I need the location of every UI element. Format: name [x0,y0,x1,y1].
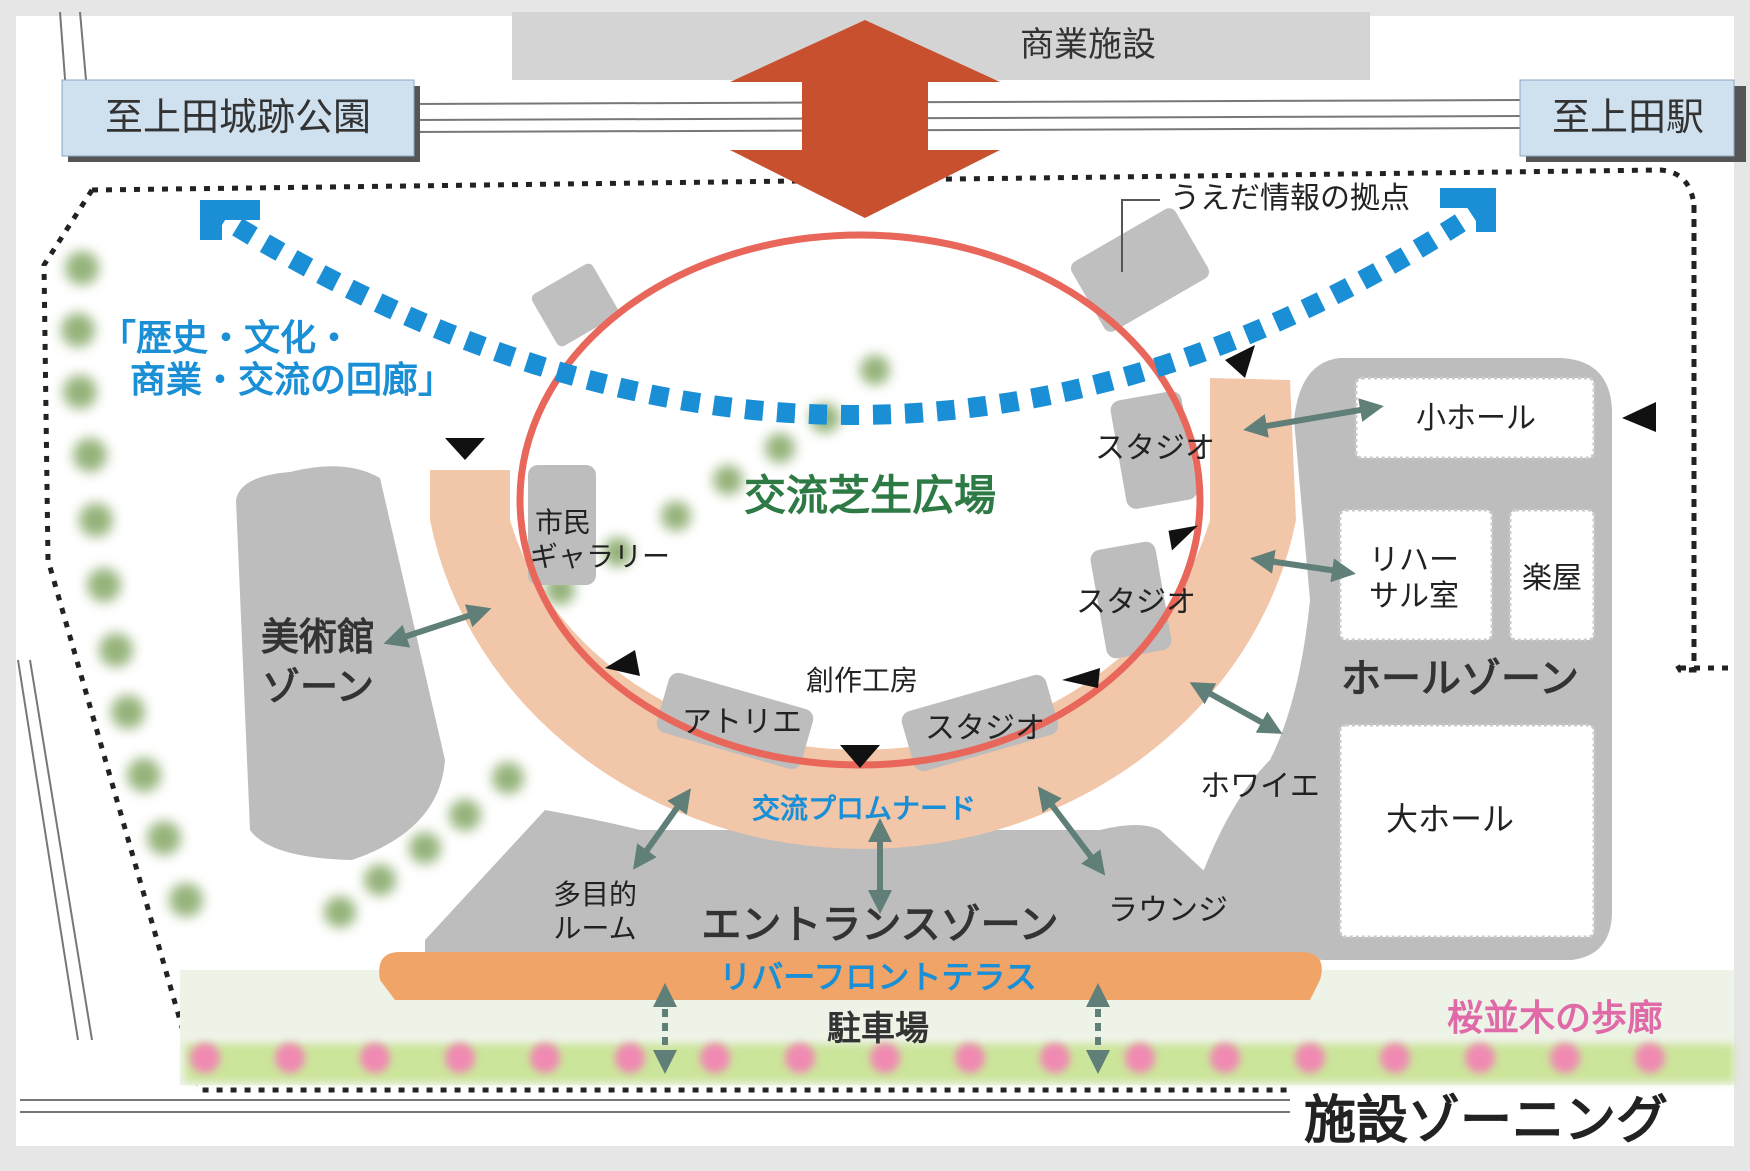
road-lines [17,11,1521,1113]
studio-label-2: スタジオ [1076,585,1196,620]
promenade-band [430,378,1296,849]
workshop-label: 創作工房 [806,664,918,697]
to-castle-park-label: 至上田城跡公園 [105,95,371,139]
dressing-room-label: 楽屋 [1522,561,1582,596]
rehearsal-label-1: リハー [1369,543,1459,578]
corridor-arrowhead-left [200,200,260,240]
parking-label: 駐車場 [827,1009,929,1049]
corridor-arrowhead-right [1440,188,1496,232]
art-museum-zone-label-1: 美術館 [261,615,375,659]
to-station-label: 至上田駅 [1552,95,1704,139]
corridor-label-line2: 商業・交流の回廊」 [130,359,454,401]
entrance-markers [445,345,1656,768]
lounge-label: ラウンジ [1108,893,1228,928]
small-hall-room [1354,376,1596,460]
studio-label-3: スタジオ [925,711,1045,746]
info-base-leader [1121,199,1160,272]
atelier-room [656,672,814,770]
foyer-label: ホワイエ [1200,769,1320,804]
citizen-gallery-label-2: ギャラリー [530,540,670,573]
rehearsal-label-2: サル室 [1369,579,1459,614]
citizen-gallery-label-1: 市民 [535,506,591,539]
connector-arrows [383,398,1384,914]
station-sign [1519,79,1735,157]
dressing-room [1508,508,1596,642]
art-museum-zone-label-2: ゾーン [262,665,374,709]
site-boundary [41,167,1734,1093]
multipurpose-room-label-1: 多目的 [553,878,637,911]
corridor-arc [204,201,1486,425]
commercial-link-arrow [730,20,1000,218]
commercial-facility-label: 商業施設 [1020,25,1156,65]
art-museum-zone-shape [236,466,445,860]
info-base-building [1070,208,1210,332]
sakura-walkway-label: 桜並木の歩廊 [1447,998,1663,1039]
multipurpose-room-label-2: ルーム [553,912,636,945]
diagram-caption: 施設ゾーニング [1304,1091,1668,1151]
studio-room-3 [901,674,1059,772]
rehearsal-room [1338,508,1494,642]
plaza-label: 交流芝生広場 [744,471,996,520]
promenade-label: 交流プロムナード [752,792,976,825]
corridor-label-line1: 「歴史・文化・ [100,318,352,359]
green-trees [61,251,890,928]
studio-room-2 [1090,541,1172,659]
small-hall-label: 小ホール [1416,401,1536,436]
sakura-trees [190,1043,1665,1073]
entrance-zone-label: エントランスゾーン [701,902,1058,948]
citizen-gallery-room [528,465,596,585]
castle-park-sign [61,79,415,157]
studio-label-1: スタジオ [1095,431,1215,466]
info-base-label: うえだ情報の拠点 [1170,181,1410,216]
hall-zone-label: ホールゾーン [1341,656,1579,702]
large-hall-room [1338,723,1596,939]
small-building-top-left [531,263,619,347]
studio-room-1 [1110,391,1198,509]
riverfront-terrace-label: リバーフロントテラス [719,958,1036,996]
parking-connector-arrows [653,983,1110,1074]
large-hall-label: 大ホール [1386,800,1514,838]
atelier-label: アトリエ [682,705,802,740]
